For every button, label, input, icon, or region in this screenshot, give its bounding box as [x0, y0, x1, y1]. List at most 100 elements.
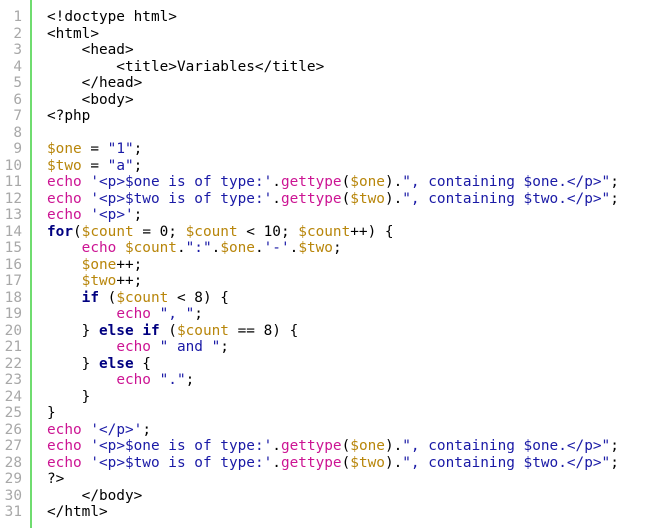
code-line[interactable]: 24 } — [0, 389, 647, 406]
code-token-plain — [151, 372, 160, 388]
code-token-plain: == 8) { — [228, 322, 299, 339]
code-token-plain — [47, 290, 82, 306]
code-line[interactable]: 18 if ($count < 8) { — [0, 290, 647, 307]
code-token-plain: </html> — [47, 504, 108, 520]
line-number: 21 — [4, 339, 22, 355]
code-line[interactable]: 3 <head> — [0, 42, 647, 59]
code-line[interactable]: 22 } else { — [0, 356, 647, 373]
code-line[interactable]: 30 </body> — [0, 488, 647, 505]
code-line[interactable]: 31</html> — [0, 504, 647, 521]
line-code[interactable]: $one++; — [47, 257, 143, 274]
code-line[interactable]: 7<?php — [0, 108, 647, 125]
code-token-var: $count — [81, 223, 134, 240]
code-line[interactable]: 20 } else if ($count == 8) { — [0, 323, 647, 340]
code-token-var: $one — [350, 438, 385, 454]
line-code[interactable]: <html> — [47, 26, 99, 43]
code-line[interactable]: 1<!doctype html> — [0, 9, 647, 26]
code-line[interactable]: 15 echo $count.":".$one.'-'.$two; — [0, 240, 647, 257]
line-number: 27 — [4, 438, 22, 454]
line-code[interactable]: if ($count < 8) { — [47, 290, 229, 307]
code-token-plain: ( — [341, 438, 351, 454]
line-code[interactable]: <body> — [47, 92, 134, 109]
line-code[interactable]: echo '<p>$two is of type:'.gettype($two)… — [47, 455, 619, 472]
code-line[interactable]: 2<html> — [0, 26, 647, 43]
line-code[interactable]: echo '</p>'; — [47, 422, 151, 439]
line-code[interactable]: $two++; — [47, 273, 143, 290]
code-line[interactable]: 25} — [0, 405, 647, 422]
line-code[interactable]: } else if ($count == 8) { — [47, 322, 299, 340]
code-token-str: '<p>' — [90, 207, 134, 223]
code-token-var: $count — [116, 289, 169, 306]
line-code[interactable]: echo '<p>'; — [47, 207, 142, 224]
code-token-plain: ; — [133, 207, 143, 223]
line-code[interactable]: for($count = 0; $count < 10; $count++) { — [47, 224, 394, 241]
code-token-str: '<p>$two is of type:' — [90, 454, 273, 471]
code-line[interactable]: 12 echo '<p>$two is of type:'.gettype($tw… — [0, 191, 647, 208]
code-line[interactable]: 29?> — [0, 471, 647, 488]
line-number: 12 — [4, 190, 22, 207]
line-code[interactable]: echo '<p>$one is of type:'.gettype($one)… — [47, 438, 619, 455]
code-token-fn: echo — [47, 190, 82, 207]
code-token-plain: ). — [384, 174, 403, 190]
line-code[interactable]: <!doctype html> — [47, 9, 177, 26]
line-code[interactable]: echo " and "; — [47, 339, 229, 356]
code-token-plain: ; — [133, 157, 143, 174]
line-code[interactable]: echo ", "; — [47, 306, 203, 323]
code-lines[interactable]: 1<!doctype html>2<html>3 <head>4 <title>… — [0, 9, 647, 521]
line-code[interactable]: <title>Variables</title> — [47, 59, 324, 76]
code-token-fn: gettype — [280, 454, 342, 471]
line-code[interactable]: } else { — [47, 356, 151, 373]
code-token-plain: . — [272, 454, 281, 471]
line-code[interactable]: echo '<p>$one is of type:'.gettype($one)… — [47, 174, 619, 191]
code-line[interactable]: 16 $one++; — [0, 257, 647, 274]
code-line[interactable]: 27 echo '<p>$one is of type:'.gettype($on… — [0, 438, 647, 455]
code-line[interactable]: 17 $two++; — [0, 273, 647, 290]
line-code[interactable]: $one = "1"; — [47, 141, 142, 158]
code-token-plain: ; — [332, 240, 342, 256]
line-code[interactable]: <?php — [47, 108, 90, 125]
code-token-var: $count — [185, 223, 238, 240]
line-code[interactable]: $two = "a"; — [47, 158, 142, 175]
code-line[interactable]: 4 <title>Variables</title> — [0, 59, 647, 76]
code-token-plain — [47, 372, 116, 388]
code-token-plain: } — [47, 355, 99, 372]
code-line[interactable]: 23 echo "."; — [0, 372, 647, 389]
code-line[interactable]: 5 </head> — [0, 75, 647, 92]
code-token-str: ", containing $one.</p>" — [402, 174, 611, 190]
line-code[interactable]: </html> — [47, 504, 108, 521]
code-token-var: $count — [176, 322, 229, 339]
line-code[interactable]: </body> — [47, 488, 143, 505]
code-line[interactable]: 21 echo " and "; — [0, 339, 647, 356]
code-token-var: $one — [350, 174, 385, 190]
code-token-plain: ++; — [116, 273, 143, 289]
code-token-plain: </head> — [47, 75, 143, 91]
code-line[interactable]: 8 — [0, 125, 647, 142]
code-token-var: $two — [350, 190, 385, 207]
code-token-kw: else — [98, 322, 134, 339]
code-token-plain: ( — [159, 322, 177, 339]
line-code[interactable]: } — [47, 405, 56, 422]
line-code[interactable]: echo $count.":".$one.'-'.$two; — [47, 240, 342, 257]
code-line[interactable]: 19 echo ", "; — [0, 306, 647, 323]
line-code[interactable]: echo "."; — [47, 372, 194, 389]
line-code[interactable]: echo '<p>$two is of type:'.gettype($two)… — [47, 191, 619, 208]
code-line[interactable]: 10$two = "a"; — [0, 158, 647, 175]
code-token-plain: = — [81, 157, 108, 174]
code-line[interactable]: 6 <body> — [0, 92, 647, 109]
line-code[interactable]: </head> — [47, 75, 143, 92]
code-token-plain: . — [254, 240, 264, 256]
code-token-fn: gettype — [280, 438, 342, 454]
code-token-plain: ; — [610, 174, 619, 190]
line-code[interactable]: ?> — [47, 471, 64, 488]
line-code[interactable]: <head> — [47, 42, 134, 59]
line-code[interactable]: } — [47, 389, 91, 406]
code-token-var: $count — [298, 223, 351, 240]
code-token-fn: echo — [116, 306, 151, 322]
code-line[interactable]: 9$one = "1"; — [0, 141, 647, 158]
